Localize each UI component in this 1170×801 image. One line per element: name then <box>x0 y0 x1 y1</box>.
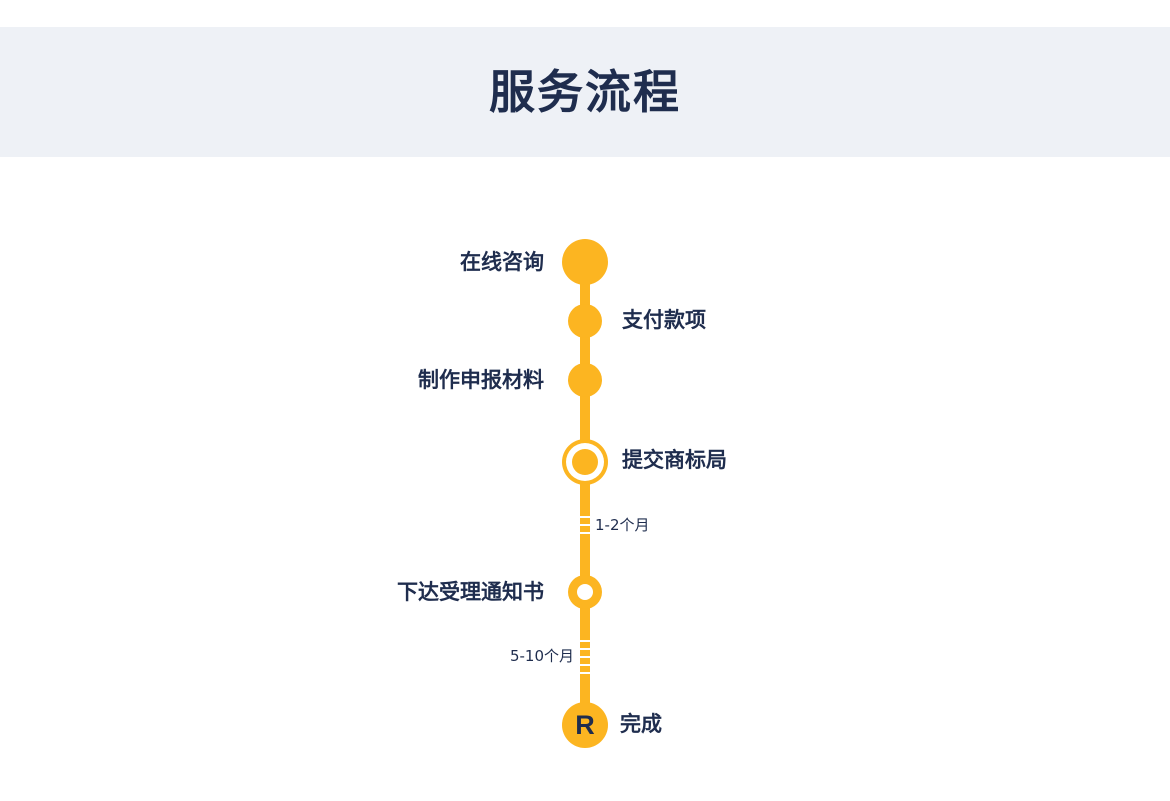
flow-track <box>580 262 590 724</box>
step-label-submit: 提交商标局 <box>622 448 727 472</box>
step-node-prepare-materials <box>568 363 602 397</box>
header-band: 服务流程 <box>0 27 1170 157</box>
duration-label-second: 5-10个月 <box>509 647 574 665</box>
step-label-complete: 完成 <box>620 712 662 736</box>
track-gap-mark <box>580 672 590 674</box>
track-gap-mark <box>580 516 590 518</box>
duration-label-first: 1-2个月 <box>595 516 650 534</box>
track-gap-mark <box>580 656 590 658</box>
track-gap-mark <box>580 640 590 642</box>
node-ring-core <box>572 449 598 475</box>
track-gap-mark <box>580 532 590 534</box>
track-gap-mark <box>580 664 590 666</box>
step-label-consult: 在线咨询 <box>460 250 544 274</box>
step-label-prepare-materials: 制作申报材料 <box>418 368 544 392</box>
step-node-consult <box>562 239 608 285</box>
page-title: 服务流程 <box>489 65 681 119</box>
step-label-payment: 支付款项 <box>622 308 706 332</box>
step-node-submit <box>562 439 608 485</box>
step-node-acceptance-notice <box>568 575 602 609</box>
step-label-acceptance-notice: 下达受理通知书 <box>397 580 544 604</box>
step-node-payment <box>568 304 602 338</box>
track-gap-mark <box>580 648 590 650</box>
track-gap-mark <box>580 524 590 526</box>
node-hollow-core <box>577 584 593 600</box>
step-node-complete: R <box>562 702 608 748</box>
registered-mark-icon: R <box>575 710 595 740</box>
